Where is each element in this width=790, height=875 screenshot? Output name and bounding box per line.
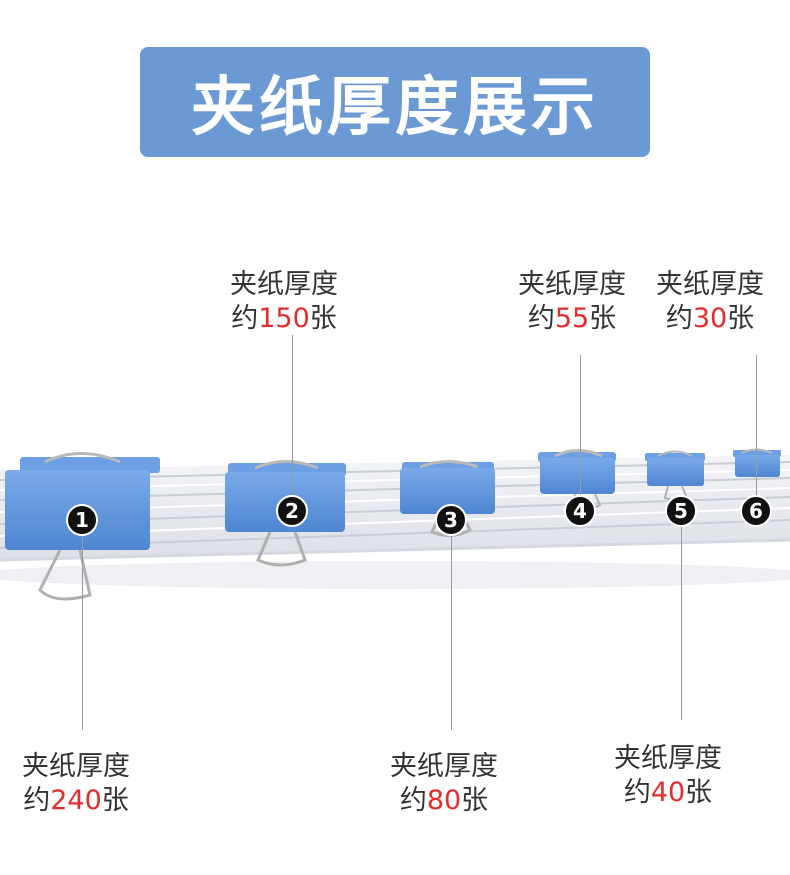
label-1-value: 240 [50, 785, 102, 816]
title-banner: 夹纸厚度展示 [140, 47, 650, 157]
label-clip-3: 夹纸厚度 约80张 [390, 750, 498, 818]
label-3-prefix: 约 [399, 785, 427, 816]
label-clip-6: 夹纸厚度 约30张 [656, 268, 764, 336]
label-3-title: 夹纸厚度 [390, 751, 498, 782]
label-clip-2: 夹纸厚度 约150张 [230, 268, 338, 336]
label-6-value: 30 [692, 303, 728, 334]
leader-line-2 [292, 335, 293, 495]
binder-clip-5 [645, 450, 705, 501]
label-3-unit: 张 [461, 785, 489, 816]
label-2-value: 150 [258, 303, 310, 334]
label-5-prefix: 约 [623, 777, 651, 808]
marker-6: 6 [740, 495, 772, 527]
marker-5: 5 [665, 495, 697, 527]
label-6-unit: 张 [727, 303, 755, 334]
label-4-title: 夹纸厚度 [518, 269, 626, 300]
label-5-unit: 张 [685, 777, 713, 808]
label-4-value: 55 [554, 303, 590, 334]
binder-clip-3 [400, 460, 495, 537]
label-2-unit: 张 [309, 303, 337, 334]
marker-3: 3 [435, 504, 467, 536]
marker-2: 2 [276, 495, 308, 527]
label-4-prefix: 约 [527, 303, 555, 334]
label-3-value: 80 [426, 785, 462, 816]
label-1-title: 夹纸厚度 [22, 751, 130, 782]
label-6-title: 夹纸厚度 [656, 269, 764, 300]
label-clip-5: 夹纸厚度 约40张 [614, 742, 722, 810]
label-1-unit: 张 [101, 785, 129, 816]
binder-clip-6 [733, 448, 781, 477]
leader-line-3 [451, 535, 452, 730]
marker-4: 4 [564, 495, 596, 527]
label-5-value: 40 [650, 777, 686, 808]
marker-1: 1 [66, 504, 98, 536]
label-1-prefix: 约 [23, 785, 51, 816]
label-6-prefix: 约 [665, 303, 693, 334]
label-4-unit: 张 [589, 303, 617, 334]
label-5-title: 夹纸厚度 [614, 743, 722, 774]
page-title: 夹纸厚度展示 [191, 71, 599, 145]
leader-line-4 [580, 355, 581, 495]
label-clip-4: 夹纸厚度 约55张 [518, 268, 626, 336]
leader-line-6 [756, 355, 757, 495]
label-2-prefix: 约 [231, 303, 259, 334]
label-2-title: 夹纸厚度 [230, 269, 338, 300]
leader-line-5 [681, 525, 682, 720]
label-clip-1: 夹纸厚度 约240张 [22, 750, 130, 818]
leader-line-1 [82, 535, 83, 730]
